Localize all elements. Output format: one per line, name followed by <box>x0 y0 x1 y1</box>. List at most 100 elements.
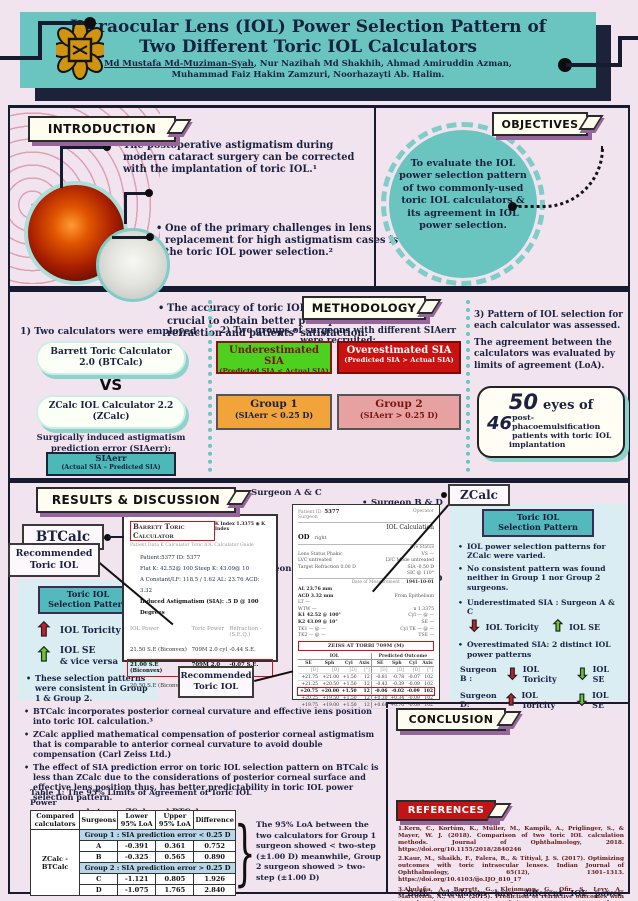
zfield: ACD 3.32 mm <box>298 593 334 599</box>
zc: -0.43 <box>371 680 389 689</box>
compared-calculators: ZCalc - BTCalc <box>29 829 81 896</box>
cell: 1.765 <box>155 884 195 896</box>
references-list: 1.Kern, C., Kortüm, K., Müller, M., Kamp… <box>398 826 624 901</box>
brace: } <box>234 812 256 896</box>
overestimated-box: Overestimated SIA (Predicted SIA > Actua… <box>337 341 461 374</box>
fold-corner <box>486 803 512 818</box>
se-label: IOL SE <box>592 690 609 711</box>
loa-note-text: The 95% LoA between the two calculators … <box>256 820 381 882</box>
under-title: Underestimated SIA <box>228 345 320 367</box>
connector-dot <box>104 534 111 541</box>
step3-p2-text: The agreement between the calculators wa… <box>474 338 616 371</box>
title-line2: Two Different Toric IOL Calculators <box>139 37 477 58</box>
circuit-line <box>618 36 622 67</box>
fold-corner <box>578 115 604 130</box>
se-label: IOL SE <box>569 621 601 632</box>
zfield: K1 42.52 @ 100° <box>298 613 341 619</box>
authors-line2: Muhammad Faiz Hakim Zamzuri, Noorhazayti… <box>171 69 445 80</box>
frame-left <box>8 105 10 894</box>
connector <box>112 236 148 239</box>
lens-name-text: ZEISS AT TORBI 709M (M) <box>327 643 405 650</box>
btcalc-pill-text: Barrett Toric Calculator 2.0 (BTCalc) <box>50 346 172 368</box>
pid-label: Patient ID <box>298 510 322 515</box>
zc: +20.75 <box>298 687 319 696</box>
zcalc-bio-row: WTW —n 1.3375 <box>298 607 434 612</box>
zc: +20.50 <box>318 680 340 689</box>
cell: 0.890 <box>193 851 236 863</box>
zcalc-pattern-panel: Toric IOL Selection Pattern IOL power se… <box>450 504 626 710</box>
barrett-constants-line: A Constant/LF: 118.5 / 1.62 AL: 23.76 AC… <box>140 577 260 595</box>
zcalc-bio-row: ACD 3.32 mm From Epithelium <box>298 594 434 599</box>
zfield: TSE — <box>418 633 434 639</box>
zfield: SIC @ 110° <box>406 571 434 577</box>
cell: 2.840 <box>193 884 236 896</box>
zcalc-finding: IOL power selection patterns for ZCalc w… <box>458 542 618 561</box>
barrett-table-header: IOL Power Toric Power Refraction - (S.E.… <box>130 626 270 638</box>
loa-data-row: A -0.391 0.361 0.752 <box>31 840 236 852</box>
connector <box>60 146 63 188</box>
h-surgeons: Surgeons <box>79 810 119 830</box>
eyes-label: eyes of <box>543 398 594 413</box>
zcalc-finding: No consistent pattern was found neither … <box>458 564 618 592</box>
zcalc-bio-row: TK1 — @ —Cyl TK — @ — <box>298 627 434 632</box>
cell: D <box>79 884 119 896</box>
barrett-k-line: Flat K: 42.52@ 100 Steep K: 43.09@ 10 <box>140 566 250 573</box>
zc: -0.09 <box>405 687 421 696</box>
objectives-curve-dot <box>508 202 517 211</box>
group1-title: Group 1 <box>250 398 298 410</box>
cell: 0.361 <box>155 840 195 852</box>
eyes-count: 50 <box>508 390 538 414</box>
cell: -1.121 <box>117 873 157 885</box>
sia-box-title: SIAerr <box>95 454 127 464</box>
circuit-line <box>566 63 622 67</box>
zc: +1.50 <box>339 673 358 682</box>
zc: 102 <box>420 680 434 689</box>
zfield: From Epithelium <box>394 593 434 599</box>
pattern-note: These selection patterns were consistent… <box>26 673 150 703</box>
zu: [D] <box>405 666 421 675</box>
ztable-iol-header: IOL <box>298 653 372 661</box>
zc: +20.25 <box>298 694 319 703</box>
discussion-text: The effect of SIA prediction error on to… <box>33 762 379 802</box>
zfield: Cyl — @ — <box>408 613 434 619</box>
intro-bullet-text: The postoperative astigmatism during mod… <box>123 140 355 176</box>
zc: +19.75 <box>298 701 319 710</box>
connector <box>124 192 148 195</box>
barrett-title: Barrett Toric Calculator <box>130 521 215 541</box>
loa-note: The 95% LoA between the two calculators … <box>256 820 382 883</box>
calculator-pill-btcalc: Barrett Toric Calculator 2.0 (BTCalc) <box>36 341 186 375</box>
objectives-dotted-curve <box>516 146 604 208</box>
zc: 102 <box>420 687 434 696</box>
caption-line1: Table 1: The 95% Limits of Agreement of … <box>30 788 252 807</box>
toricity-label: IOL Toricity <box>485 621 539 632</box>
circuit-line <box>38 21 88 25</box>
surgeon-b-label: Surgeon B : <box>460 665 497 684</box>
h-lower: Lower 95% LoA <box>117 810 157 830</box>
cell: -1.075 <box>117 884 157 896</box>
objectives-text: To evaluate the IOL power selection patt… <box>398 158 528 233</box>
chip-line2: Selection Pattern <box>48 598 128 609</box>
loa-header-row: Compared calculators Surgeons Lower 95% … <box>29 810 236 830</box>
circuit-line <box>618 36 638 40</box>
objectives-heading-box: OBJECTIVES <box>492 112 604 136</box>
iol-calculation-title: IOL Calculation <box>386 524 434 531</box>
vs-text: VS <box>99 376 123 394</box>
zu: [D] <box>339 666 358 675</box>
toricity-label: IOL Toricity <box>521 690 556 711</box>
surgeon-d-label: Surgeon D: <box>460 691 497 710</box>
zcalc-screenshot: Patient ID 5377 Operator Surgeon OD righ… <box>292 504 440 710</box>
intro-bullet: The postoperative astigmatism during mod… <box>114 140 366 177</box>
discussion-text: ZCalc applied mathematical compensation … <box>33 729 375 759</box>
intro-heading: INTRODUCTION <box>47 122 157 136</box>
ztable-group-header: IOL Predicted Outcome <box>298 653 434 661</box>
intro-heading-box: INTRODUCTION <box>28 116 192 142</box>
cell: 0.752 <box>193 840 236 852</box>
zc: -0.02 <box>388 687 406 696</box>
objectives-text-content: To evaluate the IOL power selection patt… <box>399 158 527 232</box>
patients-count: 46 <box>487 413 513 434</box>
method-step3-p2: The agreement between the calculators wa… <box>474 338 624 372</box>
zfield: LVC Mode untreated <box>385 558 434 564</box>
pid-value: 5377 <box>324 509 340 515</box>
